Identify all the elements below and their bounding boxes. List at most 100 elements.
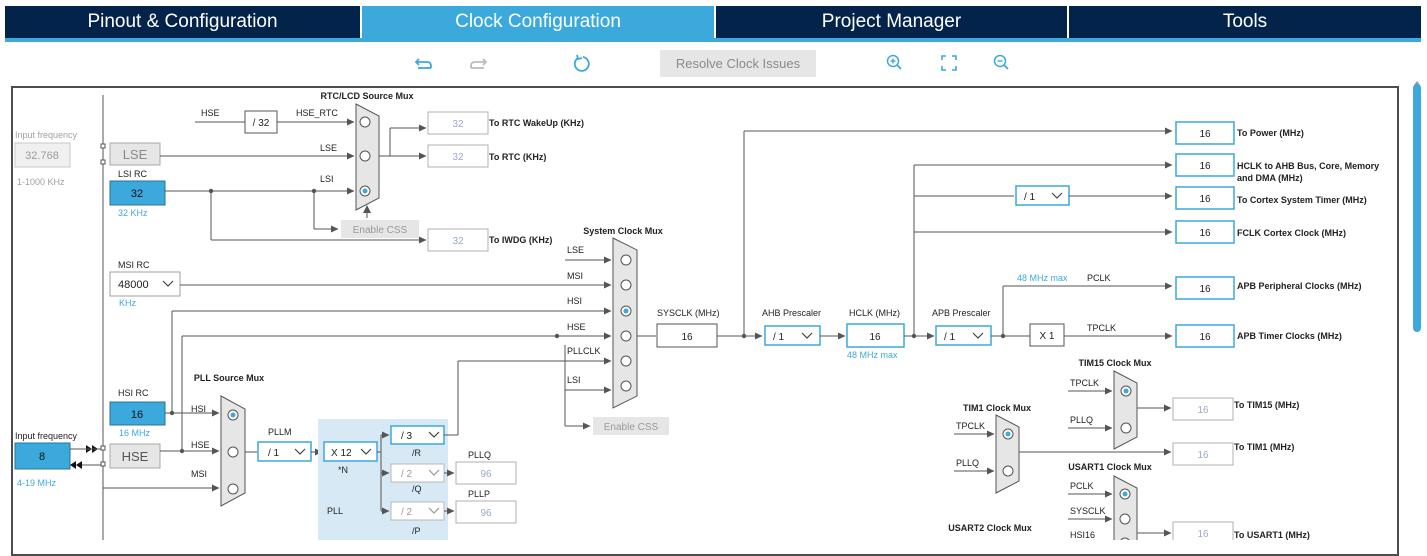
apb-max: 48 MHz max [1017, 273, 1068, 283]
pllm-label: PLLM [268, 427, 292, 437]
tim15-mux-option-pllq[interactable] [1120, 422, 1132, 434]
pllq-output-value: 96 [480, 469, 492, 480]
msi-title: MSI RC [118, 260, 150, 270]
sysmux-input-lsi: LSI [567, 375, 581, 385]
sysmux-input-hse: HSE [567, 322, 586, 332]
rtc-lse-label: LSE [320, 143, 337, 153]
tim1-input-pllq: PLLQ [956, 458, 979, 468]
tim1-input-tpclk: TPCLK [956, 421, 985, 431]
rtc-enable-css-label: Enable CSS [353, 225, 408, 236]
rtc-output [427, 144, 489, 168]
usart1-output-label: To USART1 (MHz) [1234, 530, 1310, 540]
tim1-mux-option-pllq[interactable] [1002, 465, 1014, 477]
lsi-value: 32 [131, 188, 143, 200]
rtc-mux-option-hse[interactable] [359, 116, 371, 128]
sysmux-enable-css-button[interactable] [593, 417, 669, 435]
system-clock-mux [612, 237, 638, 409]
rtc-wakeup-output [427, 111, 489, 135]
rtc-lsi-label: LSI [320, 174, 334, 184]
vertical-scrollbar[interactable] [1413, 84, 1421, 332]
tim1-clock-mux [995, 414, 1020, 494]
output-apb-timer [1175, 324, 1235, 348]
tab-clock-configuration[interactable]: Clock Configuration [362, 6, 714, 38]
pll-mux-option-hse[interactable] [227, 446, 239, 458]
usart1-input-pclk: PCLK [1070, 481, 1094, 491]
rtc-enable-css-button[interactable] [341, 220, 419, 238]
sysmux-input-pllclk: PLLCLK [567, 346, 601, 356]
rtc-mux-title: RTC/LCD Source Mux [320, 91, 413, 101]
plln-value: X 12 [331, 448, 352, 459]
sysmux-input-msi: MSI [567, 271, 583, 281]
cortex-timer-divider-value: / 1 [1024, 192, 1036, 203]
sysmux-option-msi[interactable] [620, 279, 632, 291]
sysclk-label: SYSCLK (MHz) [657, 308, 720, 318]
pllp-output [455, 500, 517, 524]
hsi-title: HSI RC [118, 388, 149, 398]
sysclk-value: 16 [681, 332, 693, 343]
tim15-input-pllq: PLLQ [1070, 415, 1093, 425]
fit-screen-icon[interactable] [938, 52, 960, 74]
zoom-in-icon[interactable] [884, 52, 906, 74]
rtc-output-value: 32 [452, 152, 464, 163]
lse-input-field[interactable] [14, 142, 71, 168]
rtc-divider-value: / 32 [253, 118, 270, 129]
usart1-output-value: 16 [1197, 529, 1209, 540]
output-apb-peripheral [1175, 276, 1235, 300]
output-cortex-timer-label: To Cortex System Timer (MHz) [1237, 195, 1367, 205]
sysmux-input-lse: LSE [567, 245, 584, 255]
pllp-div-label: /P [412, 526, 421, 536]
usart1-clock-mux [1113, 475, 1138, 540]
tim1-output-label: To TIM1 (MHz) [1234, 442, 1294, 452]
resolve-clock-issues-button[interactable]: Resolve Clock Issues [660, 50, 816, 77]
usart2-mux-title: USART2 Clock Mux [948, 523, 1032, 533]
pllq-chevron-down-icon [428, 469, 440, 476]
lse-block [109, 142, 161, 166]
hse-range: 4-19 MHz [17, 478, 57, 488]
pllr-value: / 3 [401, 431, 413, 442]
msi-select[interactable] [109, 271, 181, 297]
pll-input-hsi: HSI [191, 404, 206, 414]
sysmux-input-hsi: HSI [567, 296, 582, 306]
pllp-output-value: 96 [480, 508, 492, 519]
reset-icon[interactable] [571, 52, 593, 74]
rtc-wakeup-value: 32 [452, 119, 464, 130]
pclk-label: PCLK [1087, 273, 1111, 283]
sysmux-option-pllclk[interactable] [620, 355, 632, 367]
output-cortex-timer-value: 16 [1199, 194, 1211, 205]
sysmux-option-hse[interactable] [620, 330, 632, 342]
zoom-out-icon[interactable] [991, 52, 1013, 74]
hse-input-field[interactable] [14, 442, 71, 470]
apb-prescaler-value: / 1 [944, 332, 956, 343]
pllp-output-label: PLLP [468, 489, 490, 499]
tim15-mux-title: TIM15 Clock Mux [1078, 358, 1151, 368]
rtc-mux-option-lse[interactable] [359, 150, 371, 162]
pllq-output [455, 461, 517, 485]
tab-pinout-configuration[interactable]: Pinout & Configuration [5, 6, 360, 38]
tab-project-manager[interactable]: Project Manager [716, 6, 1067, 38]
pll-block-label: PLL [327, 506, 343, 516]
hclk-value: 16 [869, 332, 881, 343]
output-apb-timer-label: APB Timer Clocks (MHz) [1237, 331, 1342, 341]
main-tab-bar: Pinout & Configuration Clock Configurati… [0, 0, 1427, 42]
iwdg-output-label: To IWDG (KHz) [489, 235, 552, 245]
apb-timer-multiplier [1029, 323, 1065, 347]
tim15-output-label: To TIM15 (MHz) [1234, 400, 1299, 410]
iwdg-output-value: 32 [452, 236, 464, 247]
redo-icon[interactable] [467, 52, 489, 74]
hse-label: HSE [122, 449, 149, 464]
usart1-mux-option-sysclk[interactable] [1119, 513, 1131, 525]
tim1-output [1172, 442, 1234, 466]
output-fclk [1175, 220, 1235, 244]
hsi-unit: 16 MHz [119, 428, 151, 438]
pll-input-msi: MSI [191, 469, 207, 479]
hsi-value: 16 [131, 409, 143, 421]
usart1-output [1172, 521, 1234, 540]
output-power-label: To Power (MHz) [1237, 128, 1304, 138]
hclk-max: 48 MHz max [847, 350, 898, 360]
sysmux-option-lse[interactable] [620, 254, 632, 266]
ahb-prescaler-label: AHB Prescaler [762, 308, 821, 318]
pll-mux-option-msi[interactable] [227, 483, 239, 495]
undo-icon[interactable] [413, 52, 435, 74]
tab-tools[interactable]: Tools [1069, 6, 1421, 38]
sysmux-option-lsi[interactable] [620, 380, 632, 392]
